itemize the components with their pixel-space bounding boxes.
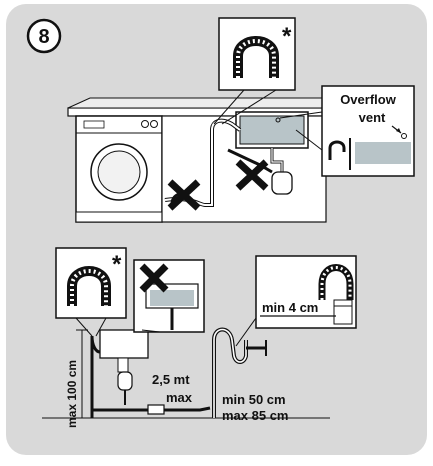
callout-u-hook-top [218, 17, 296, 91]
label-length-line1: 2,5 mt [152, 372, 190, 387]
step-number: 8 [38, 26, 49, 48]
label-length-line2: max [166, 390, 193, 405]
overflow-label-line2: vent [359, 110, 386, 125]
sink-icon [235, 111, 309, 180]
sink-trap [271, 171, 293, 195]
u-hook-icon [67, 266, 111, 306]
cross-icon [139, 263, 169, 293]
label-max-85cm: max 85 cm [222, 408, 289, 423]
sink-icon [145, 283, 199, 330]
sink-icon [99, 329, 149, 405]
label-min-50cm: min 50 cm [222, 392, 286, 407]
hose-connector [147, 404, 165, 415]
overflow-label-line1: Overflow [340, 92, 397, 107]
step-badge: 8 [26, 18, 62, 54]
countertop-top [67, 97, 327, 109]
label-max-100cm: max 100 cm [65, 360, 79, 428]
u-hook-icon [233, 36, 279, 78]
standpipe-icon [212, 327, 267, 418]
overflow-water-icon [328, 125, 411, 170]
cross-icon [235, 159, 269, 191]
u-hook-icon [318, 264, 354, 300]
asterisk-left: * [112, 251, 122, 278]
cross-icon [167, 179, 201, 211]
asterisk-top: * [282, 23, 292, 50]
washing-machine-icon [75, 115, 163, 223]
label-min-4cm: min 4 cm [262, 300, 318, 315]
